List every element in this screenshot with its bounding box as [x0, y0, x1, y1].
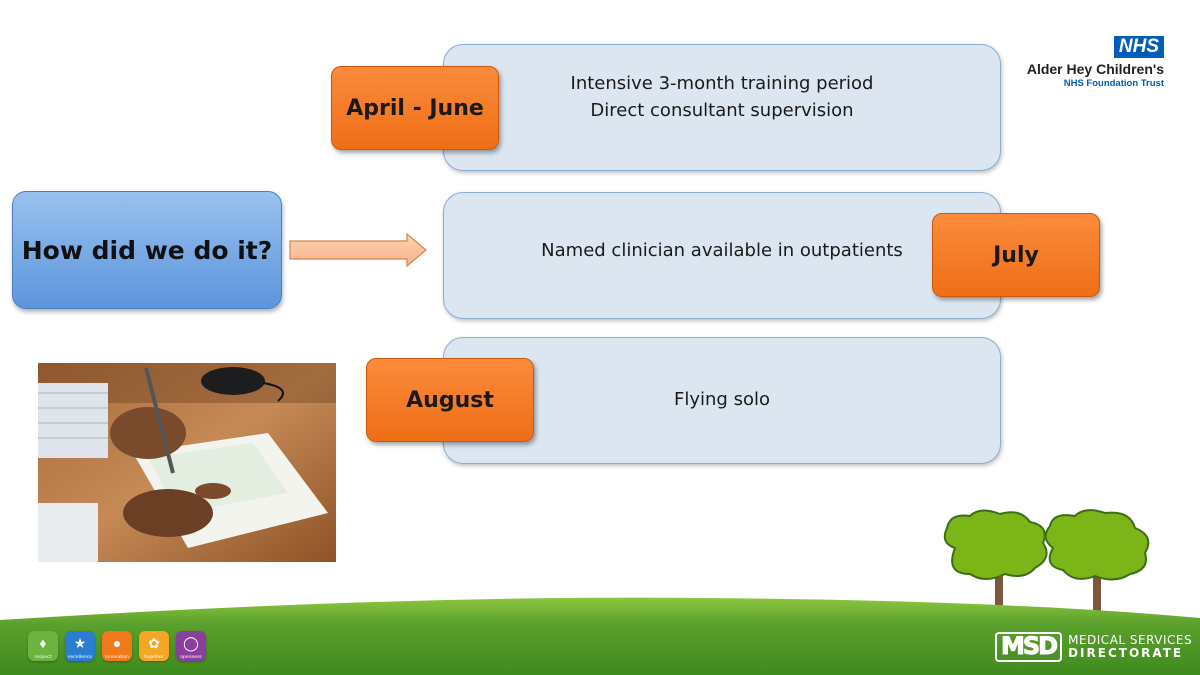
trust-name: Alder Hey Children's	[1026, 61, 1164, 77]
nhs-trust-logo: NHS Alder Hey Children's NHS Foundation …	[1027, 36, 1164, 89]
timeline-text: Flying solo	[674, 389, 770, 410]
green-hill-footer	[0, 597, 1200, 675]
right-arrow-icon	[289, 232, 427, 268]
value-label: innovation	[105, 655, 129, 660]
timeline-panel-july: Named clinician available in outpatients	[443, 192, 1001, 319]
trust-values-icons: ♦ respect ★ excellence ● innovation ✿ to…	[28, 631, 206, 661]
trust-subtitle: NHS Foundation Trust	[1063, 78, 1164, 89]
value-label: openness	[180, 655, 202, 660]
month-badge-august: August	[366, 358, 534, 442]
bulb-icon: ● innovation	[102, 631, 132, 661]
month-badge-july: July	[932, 213, 1100, 297]
speech-bubble-icon: ◯ openness	[176, 631, 206, 661]
value-label: respect	[34, 655, 52, 660]
timeline-panel-august: Flying solo	[443, 337, 1001, 464]
handshake-icon: ♦ respect	[28, 631, 58, 661]
trees-illustration	[943, 509, 1150, 621]
timeline-text: Named clinician available in outpatients	[541, 240, 903, 261]
nhs-logo-badge: NHS	[1113, 36, 1164, 58]
msd-brand: MSD MEDICAL SERVICES DIRECTORATE	[995, 632, 1192, 662]
star-figure-icon: ★ excellence	[65, 631, 95, 661]
question-box: How did we do it?	[12, 191, 282, 309]
brand-line-1: MEDICAL SERVICES	[1068, 633, 1193, 647]
brand-line-2: DIRECTORATE	[1068, 646, 1184, 660]
timeline-text: Intensive 3-month training period	[570, 72, 874, 94]
people-icon: ✿ together	[139, 631, 169, 661]
month-badge-april-june: April - June	[331, 66, 499, 150]
writing-photo	[38, 363, 336, 562]
value-label: together	[144, 655, 164, 660]
timeline-text: Direct consultant supervision	[590, 99, 854, 121]
timeline-panel-april-june: Intensive 3-month training period Direct…	[443, 44, 1001, 171]
value-label: excellence	[68, 655, 92, 660]
msd-logo: MSD	[995, 632, 1063, 662]
